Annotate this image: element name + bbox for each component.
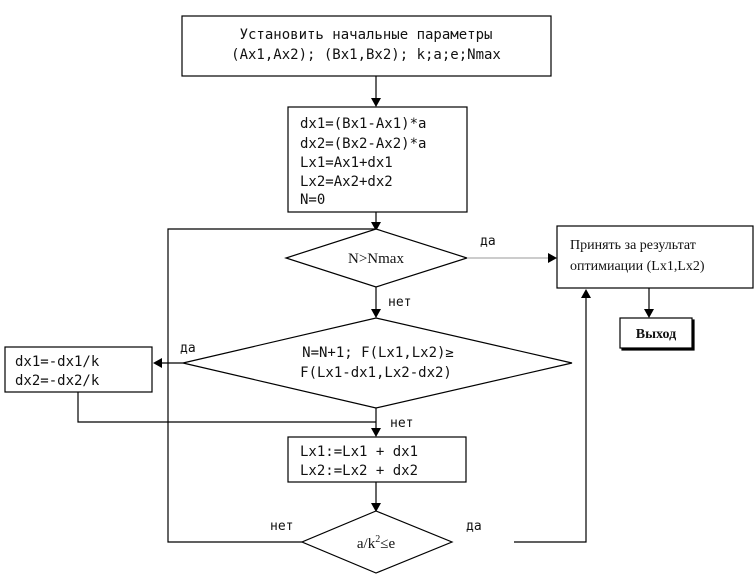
decision-nmax: N>Nmax [284,228,469,288]
label-no-nmax: нет [388,295,411,310]
decision-epsilon-diamond [300,510,454,574]
initial-step-rect [287,106,468,213]
exit-text: Выход [636,327,676,342]
initial-step-box: dx1=(Bx1-Ax1)*a dx2=(Bx2-Ax2)*a Lx1=Ax1+… [287,106,468,213]
decision-function: N=N+1; F(Lx1,Lx2)≥ F(Lx1-dx1,Lx2-dx2) [182,317,573,409]
initial-step-line4: Lx2=Ax2+dx2 [300,174,393,190]
decision-function-diamond [182,317,573,409]
decision-nmax-text: N>Nmax [348,251,404,267]
label-yes-nmax: да [480,234,496,249]
result-line2: оптимиации (Lx1,Lx2) [570,259,705,274]
exit-rect [619,317,693,349]
label-no-eps: нет [270,519,293,534]
label-no-f: нет [390,416,413,431]
decision-function-line1: N=N+1; F(Lx1,Lx2)≥ [302,345,454,361]
reverse-step-line2: dx2=-dx2/k [15,373,100,389]
reverse-step-box: dx1=-dx1/k dx2=-dx2/k [4,346,153,393]
exit-box: Выход [619,317,693,349]
initial-step-line1: dx1=(Bx1-Ax1)*a [300,116,426,132]
init-parameters-line2: (Ax1,Ax2); (Bx1,Bx2); k;a;e;Nmax [231,47,501,63]
update-rect [287,436,467,483]
reverse-step-line1: dx1=-dx1/k [15,354,100,370]
init-parameters-rect [181,15,552,77]
initial-step-line3: Lx1=Ax1+dx1 [300,155,393,171]
update-line1: Lx1:=Lx1 + dx1 [300,444,418,460]
init-parameters-line1: Установить начальные параметры [240,27,493,43]
arrow-reverse-to-update [77,392,376,423]
initial-step-line5: N=0 [300,192,325,208]
result-rect [556,225,754,289]
arrow-nmax-no-to-f: нет [371,287,411,318]
result-box: Принять за результат оптимиации (Lx1,Lx2… [556,225,754,289]
result-line1: Принять за результат [570,238,696,253]
decision-epsilon: a/k2≤e [300,510,454,574]
arrow-eps-no-loop: нет [167,228,376,543]
arrow-update-to-eps [371,482,381,512]
arrow-result-to-exit [644,288,654,318]
decision-epsilon-text: a/k2≤e [357,534,396,552]
update-line2: Lx2:=Lx2 + dx2 [300,463,418,479]
label-yes-eps: да [466,519,482,534]
update-box: Lx1:=Lx1 + dx1 Lx2:=Lx2 + dx2 [287,436,467,483]
decision-function-line2: F(Lx1-dx1,Lx2-dx2) [300,365,452,381]
label-yes-f: да [180,341,196,356]
arrow-f-no-to-update: нет [371,408,413,437]
arrow-f-yes-to-reverse: да [153,341,196,368]
arrow-calc-to-nmax [371,212,381,231]
arrow-init-to-calc [371,76,381,107]
arrow-nmax-yes-to-result: да [467,234,557,263]
initial-step-line2: dx2=(Bx2-Ax2)*a [300,136,426,152]
arrow-eps-yes-to-result: да [466,289,591,543]
init-parameters-box: Установить начальные параметры (Ax1,Ax2)… [181,15,552,77]
